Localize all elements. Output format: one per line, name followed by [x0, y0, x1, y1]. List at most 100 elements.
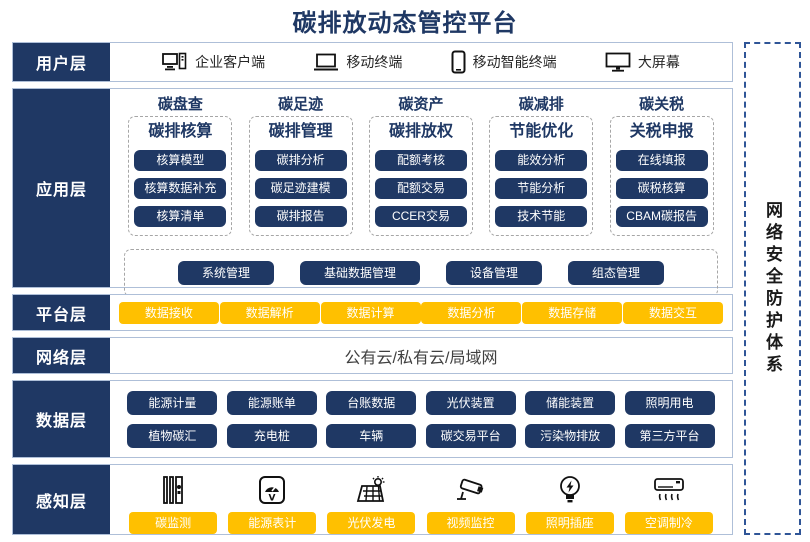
app-column-title: 碳减排 — [518, 96, 564, 113]
perception-layer-label: 感知层 — [13, 465, 110, 534]
app-group-box: 关税申报 在线填报 碳税核算 CBAM碳报告 — [609, 116, 714, 236]
network-security-band: 网络安全防护体系 — [744, 42, 801, 535]
user-item-label: 移动智能终端 — [472, 54, 557, 70]
air-conditioner-icon — [652, 475, 686, 505]
app-module-button[interactable]: 碳排分析 — [254, 150, 347, 171]
app-group-subtitle: 碳排核算 — [148, 123, 213, 140]
data-source-button[interactable]: 污染物排放 — [525, 423, 616, 448]
app-column-carbon-inventory: 碳盘查 碳排核算 核算模型 核算数据补充 核算清单 — [124, 95, 236, 236]
sense-device-button[interactable]: 能源表计 — [228, 512, 317, 534]
app-group-box: 碳排放权 配额考核 配额交易 CCER交易 — [368, 116, 473, 236]
common-module-button[interactable]: 基础数据管理 — [299, 261, 420, 285]
app-module-button[interactable]: 节能分析 — [495, 178, 588, 199]
platform-capability-button[interactable]: 数据接收 — [118, 301, 219, 324]
sense-device-button[interactable]: 空调制冷 — [624, 512, 713, 534]
platform-capability-button[interactable]: 数据分析 — [421, 301, 522, 324]
carbon-monitor-icon — [157, 475, 189, 505]
app-group-box: 碳排核算 核算模型 核算数据补充 核算清单 — [128, 116, 233, 236]
laptop-icon — [313, 53, 339, 72]
network-layer-content: 公有云/私有云/局域网 — [344, 349, 498, 367]
sense-device-button[interactable]: 碳监测 — [129, 512, 218, 534]
app-column-title: 碳资产 — [398, 96, 444, 113]
app-module-button[interactable]: 能效分析 — [495, 150, 588, 171]
user-item-mobile-terminal: 移动终端 — [313, 52, 402, 72]
user-layer-row: 用户层 企业客户端 移动终端 移动智能终端 — [12, 42, 733, 82]
app-group-subtitle: 碳排管理 — [268, 123, 333, 140]
platform-capability-button[interactable]: 数据交互 — [623, 301, 724, 324]
sense-item-solar-pv: 光伏发电 — [327, 475, 416, 534]
energy-meter-icon: V — [256, 475, 288, 505]
data-source-button[interactable]: 光伏装置 — [425, 390, 516, 415]
sense-item-video-surveillance: 视频监控 — [426, 475, 515, 534]
app-module-button[interactable]: 在线填报 — [615, 150, 708, 171]
app-group-subtitle: 关税申报 — [629, 123, 694, 140]
data-source-button[interactable]: 能源计量 — [127, 390, 218, 415]
common-module-button[interactable]: 组态管理 — [568, 261, 665, 285]
common-module-button[interactable]: 系统管理 — [177, 261, 274, 285]
sense-item-energy-meter: V 能源表计 — [228, 475, 317, 534]
app-module-button[interactable]: 碳税核算 — [615, 178, 708, 199]
app-module-button[interactable]: 配额考核 — [374, 150, 467, 171]
app-column-carbon-asset: 碳资产 碳排放权 配额考核 配额交易 CCER交易 — [365, 95, 477, 236]
data-layer-row: 数据层 能源计量 能源账单 台账数据 光伏装置 储能装置 照明用电 植物碳汇 充… — [12, 380, 733, 458]
desktop-icon — [162, 52, 188, 72]
perception-layer-row: 感知层 碳监测 V 能源表计 光伏发电 — [12, 464, 733, 535]
user-item-label: 大屏幕 — [637, 54, 680, 70]
app-column-title: 碳关税 — [639, 96, 685, 113]
app-group-subtitle: 节能优化 — [509, 123, 574, 140]
user-item-enterprise-client: 企业客户端 — [162, 52, 265, 72]
data-source-button[interactable]: 车辆 — [326, 423, 417, 448]
platform-capability-button[interactable]: 数据计算 — [320, 301, 421, 324]
svg-text:V: V — [269, 494, 276, 504]
app-module-button[interactable]: 技术节能 — [495, 206, 588, 227]
platform-layer-label: 平台层 — [13, 295, 110, 330]
network-layer-label: 网络层 — [13, 338, 110, 373]
sense-item-carbon-monitoring: 碳监测 — [129, 475, 218, 534]
user-item-label: 移动终端 — [346, 54, 403, 70]
app-module-button[interactable]: CCER交易 — [374, 206, 467, 227]
user-layer-label: 用户层 — [13, 43, 110, 81]
monitor-icon — [605, 52, 631, 72]
application-layer-row: 应用层 碳盘查 碳排核算 核算模型 核算数据补充 核算清单 碳足迹 碳排管理 碳… — [12, 88, 733, 297]
data-source-button[interactable]: 能源账单 — [226, 390, 317, 415]
common-module-button[interactable]: 设备管理 — [446, 261, 543, 285]
platform-capability-button[interactable]: 数据解析 — [219, 301, 320, 324]
user-item-big-screen: 大屏幕 — [605, 52, 680, 72]
user-item-label: 企业客户端 — [195, 54, 266, 70]
platform-capability-button[interactable]: 数据存储 — [522, 301, 623, 324]
sense-device-button[interactable]: 光伏发电 — [327, 512, 416, 534]
sense-item-lighting-socket: 照明插座 — [525, 475, 614, 534]
sense-item-air-conditioning: 空调制冷 — [624, 475, 713, 534]
app-module-button[interactable]: 核算清单 — [134, 206, 227, 227]
app-module-button[interactable]: 核算数据补充 — [134, 178, 227, 199]
data-source-button[interactable]: 台账数据 — [326, 390, 417, 415]
data-source-button[interactable]: 第三方平台 — [624, 423, 715, 448]
data-source-button[interactable]: 照明用电 — [624, 390, 715, 415]
app-module-button[interactable]: 碳排报告 — [254, 206, 347, 227]
data-source-button[interactable]: 植物碳汇 — [127, 423, 218, 448]
app-column-carbon-footprint: 碳足迹 碳排管理 碳排分析 碳足迹建模 碳排报告 — [245, 95, 357, 236]
app-module-button[interactable]: 碳足迹建模 — [254, 178, 347, 199]
user-item-smart-terminal: 移动智能终端 — [451, 50, 557, 74]
application-layer-label: 应用层 — [13, 89, 110, 287]
app-module-button[interactable]: 核算模型 — [134, 150, 227, 171]
smartphone-icon — [451, 50, 466, 74]
data-source-button[interactable]: 充电桩 — [226, 423, 317, 448]
page-title: 碳排放动态管控平台 — [292, 10, 518, 37]
platform-layer-row: 平台层 数据接收 数据解析 数据计算 数据分析 数据存储 数据交互 — [12, 294, 733, 331]
app-module-button[interactable]: 配额交易 — [374, 178, 467, 199]
sense-device-button[interactable]: 视频监控 — [426, 512, 515, 534]
network-security-band-label: 网络安全防护体系 — [763, 200, 782, 377]
app-module-button[interactable]: CBAM碳报告 — [615, 206, 708, 227]
app-column-title: 碳足迹 — [278, 96, 324, 113]
app-column-carbon-reduction: 碳减排 节能优化 能效分析 节能分析 技术节能 — [485, 95, 597, 236]
sense-device-button[interactable]: 照明插座 — [525, 512, 614, 534]
solar-panel-icon — [354, 475, 388, 505]
data-layer-label: 数据层 — [13, 381, 110, 457]
app-common-modules-box: 系统管理 基础数据管理 设备管理 组态管理 — [124, 249, 718, 297]
data-source-button[interactable]: 储能装置 — [525, 390, 616, 415]
app-group-subtitle: 碳排放权 — [388, 123, 453, 140]
network-layer-row: 网络层 公有云/私有云/局域网 — [12, 337, 733, 374]
light-bulb-icon — [556, 475, 584, 505]
data-source-button[interactable]: 碳交易平台 — [425, 423, 516, 448]
